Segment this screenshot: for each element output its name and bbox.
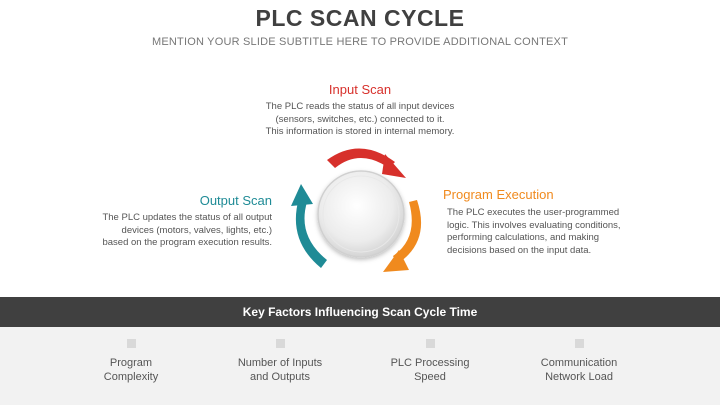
program-execution-arrow-icon xyxy=(383,200,422,272)
output-scan-line: The PLC updates the status of all output xyxy=(102,212,272,223)
program-execution-line: logic. This involves evaluating conditio… xyxy=(447,219,621,231)
factor-bullet-icon xyxy=(425,339,435,348)
factor-item: Number of Inputs and Outputs xyxy=(215,339,345,384)
output-scan-description: The PLC updates the status of all output… xyxy=(72,212,272,250)
program-execution-description: The PLC executes the user-programmed log… xyxy=(447,207,657,257)
scan-cycle-diagram xyxy=(291,148,422,272)
input-scan-title: Input Scan xyxy=(328,82,392,97)
program-execution-line: decisions based on the input data. xyxy=(447,244,592,256)
factor-label: and Outputs xyxy=(250,371,310,383)
factor-label: Speed xyxy=(414,371,446,383)
factor-item: PLC Processing Speed xyxy=(365,339,495,384)
input-scan-line: This information is stored in internal m… xyxy=(265,126,455,137)
input-scan-line: (sensors, switches, etc.) connected to i… xyxy=(275,113,445,125)
output-scan-title: Output Scan xyxy=(199,193,272,208)
factor-item: Communication Network Load xyxy=(514,339,644,384)
input-scan-arrow-icon xyxy=(327,148,406,178)
output-scan-line: devices (motors, valves, lights, etc.) xyxy=(121,224,272,236)
factor-bullet-icon xyxy=(126,339,136,348)
factor-item: Program Complexity xyxy=(66,339,196,384)
program-execution-title: Program Execution xyxy=(443,187,554,202)
factor-label: Complexity xyxy=(103,371,159,383)
page-subtitle: MENTION YOUR SLIDE SUBTITLE HERE TO PROV… xyxy=(151,36,568,48)
input-scan-description: The PLC reads the status of all input de… xyxy=(225,101,495,139)
output-scan-arrow-icon xyxy=(291,184,327,268)
input-scan-line: The PLC reads the status of all input de… xyxy=(265,101,455,112)
factor-label: Network Load xyxy=(545,371,613,383)
program-execution-line: The PLC executes the user-programmed xyxy=(447,207,620,218)
page-title: PLC SCAN CYCLE xyxy=(255,5,465,31)
program-execution-line: performing calculations, and making xyxy=(447,232,600,243)
factor-bullet-icon xyxy=(275,339,285,348)
center-disc-ring xyxy=(322,175,400,253)
center-disc xyxy=(317,170,405,258)
factor-label: Program xyxy=(109,357,153,369)
output-scan-line: based on the program execution results. xyxy=(102,237,272,248)
factors-area: Program Complexity Number of Inputs and … xyxy=(0,327,720,405)
factor-bullet-icon xyxy=(574,339,584,348)
factor-label: PLC Processing xyxy=(390,357,470,369)
factors-heading: Key Factors Influencing Scan Cycle Time xyxy=(0,297,720,327)
factor-label: Number of Inputs xyxy=(237,357,323,369)
factor-label: Communication xyxy=(540,357,618,369)
